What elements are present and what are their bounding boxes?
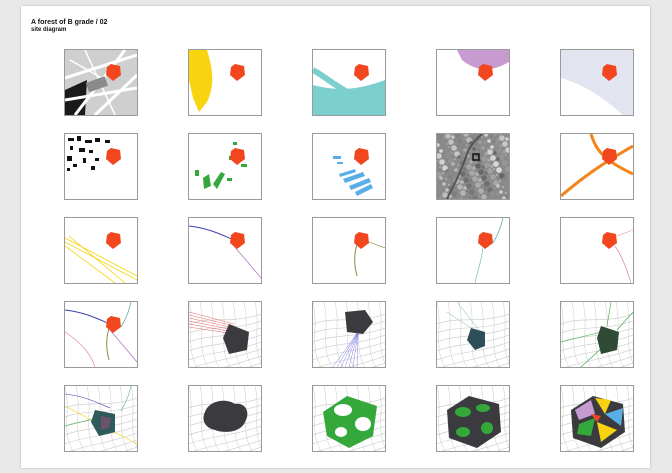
- diagram-tile-dark-blob-hatched: [312, 301, 386, 368]
- gray-aerial-photo-drawing: [437, 134, 509, 199]
- sheet-subtitle: site diagram: [31, 27, 67, 33]
- diagram-tile-green-patches: [188, 133, 262, 200]
- diagram-tile-teal-pentagon-grid: [436, 301, 510, 368]
- dark-blob-hatched-drawing: [313, 302, 385, 367]
- orange-routes-drawing: [561, 134, 633, 198]
- yellow-region-drawing: [189, 50, 245, 112]
- purple-region-drawing: [457, 50, 509, 81]
- blue-purple-lines-drawing: [189, 225, 261, 279]
- multi-line-overlay-drawing: [65, 302, 137, 367]
- diagram-tile-purple-region: [436, 49, 510, 116]
- diagram-tile-pink-line: [560, 217, 634, 284]
- diagram-tile-blue-blocks: [312, 133, 386, 200]
- yellow-lines-drawing: [65, 232, 137, 283]
- black-building-figure-ground-drawing: [67, 136, 121, 171]
- aerial-urban-map-drawing: [65, 50, 137, 115]
- sheet-title: A forest of B grade / 02: [31, 19, 108, 26]
- diagram-tile-black-building-figure-ground: [64, 133, 138, 200]
- olive-line-drawing: [354, 232, 385, 277]
- diagram-tile-teal-region: [312, 49, 386, 116]
- diagram-tile-gray-aerial-photo: [436, 133, 510, 200]
- dark-blob-map-drawing: [189, 386, 261, 451]
- lavender-region-drawing: [561, 50, 633, 115]
- diagram-tile-dark-blob-map: [188, 385, 262, 452]
- teal-line-drawing: [474, 218, 504, 283]
- diagram-tile-dark-green-forest: [436, 385, 510, 452]
- blue-blocks-drawing: [333, 148, 373, 196]
- green-curved-forest-drawing: [313, 386, 385, 451]
- overlay-composite-drawing: [65, 386, 137, 451]
- diagram-tile-yellow-lines: [64, 217, 138, 284]
- green-patches-drawing: [195, 142, 247, 189]
- diagram-tile-overlay-composite: [64, 385, 138, 452]
- pink-line-drawing: [602, 229, 633, 283]
- diagram-tile-lavender-region: [560, 49, 634, 116]
- diagram-tile-green-curved-forest: [312, 385, 386, 452]
- multicolor-forest-drawing: [561, 386, 633, 451]
- diagram-tile-dark-pentagon-grid: [188, 301, 262, 368]
- teal-pentagon-grid-drawing: [437, 302, 509, 367]
- diagram-tile-green-pentagon-grid: [560, 301, 634, 368]
- diagram-tile-orange-routes: [560, 133, 634, 200]
- teal-region-drawing: [313, 64, 385, 115]
- diagram-tile-multicolor-forest: [560, 385, 634, 452]
- dark-pentagon-grid-drawing: [189, 302, 261, 367]
- diagram-tile-olive-line: [312, 217, 386, 284]
- diagram-tile-yellow-region: [188, 49, 262, 116]
- green-pentagon-grid-drawing: [561, 302, 633, 367]
- diagram-tile-teal-line: [436, 217, 510, 284]
- diagram-tile-aerial-urban-map: [64, 49, 138, 116]
- dark-green-forest-drawing: [437, 386, 509, 451]
- diagram-tile-blue-purple-lines: [188, 217, 262, 284]
- diagram-tile-multi-line-overlay: [64, 301, 138, 368]
